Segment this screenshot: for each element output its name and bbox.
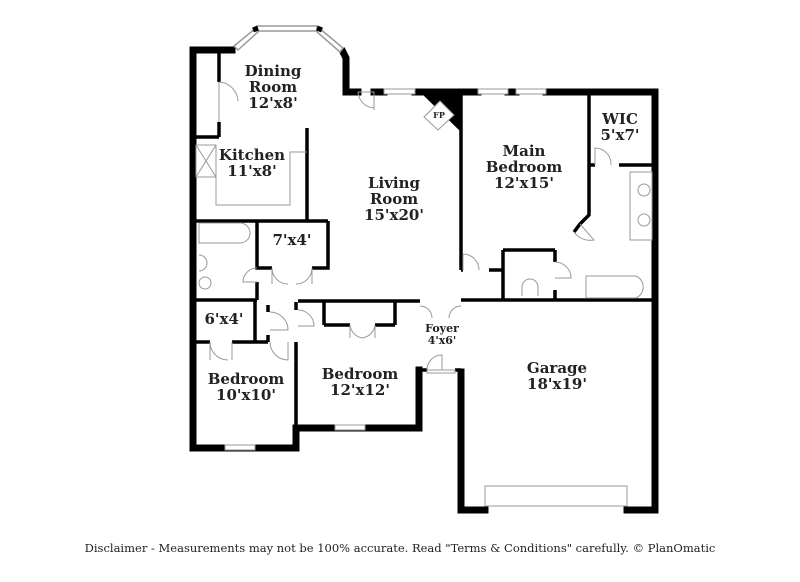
- room-dims: 12'x15': [494, 173, 554, 192]
- room-name: Bedroom: [207, 370, 285, 388]
- door-swings: [209, 81, 612, 374]
- room-dims: 7'x4': [272, 231, 312, 249]
- room-label-main-bedroom: Main Bedroom 12'x15': [485, 142, 563, 192]
- room-name: Room: [369, 189, 419, 208]
- room-label-kitchen: Kitchen 11'x8': [218, 146, 286, 180]
- room-dims: 4'x6': [427, 333, 457, 347]
- disclaimer-text: Disclaimer - Measurements may not be 100…: [84, 541, 716, 555]
- room-name: WIC: [602, 110, 638, 128]
- room-name: Bedroom: [485, 157, 563, 176]
- room-label-closet-7x4: 7'x4': [272, 231, 312, 249]
- room-name: Living: [367, 174, 421, 192]
- room-label-dining: Dining Room 12'x8': [244, 62, 302, 112]
- room-name: Bedroom: [321, 365, 399, 383]
- room-label-living: Living Room 15'x20': [364, 174, 424, 224]
- room-name: Main: [502, 142, 546, 160]
- room-label-foyer: Foyer 4'x6': [425, 323, 459, 346]
- room-dims: 18'x19': [527, 374, 587, 393]
- room-dims: 11'x8': [227, 161, 277, 180]
- room-label-bedroom-10x10: Bedroom 10'x10': [207, 370, 285, 404]
- room-dims: 12'x8': [248, 93, 298, 112]
- room-dims: 15'x20': [364, 205, 424, 224]
- room-dims: 10'x10': [216, 385, 276, 404]
- room-dims: 5'x7': [600, 125, 640, 144]
- room-label-bedroom-12x12: Bedroom 12'x12': [321, 365, 399, 399]
- windows: [224, 88, 628, 507]
- fireplace-label: FP: [433, 110, 445, 120]
- room-name: Dining: [244, 62, 302, 80]
- room-label-garage: Garage 18'x19': [526, 359, 588, 393]
- room-dims: 12'x12': [330, 380, 390, 399]
- room-name: Foyer: [425, 322, 459, 335]
- room-name: Kitchen: [218, 146, 286, 164]
- fixtures: [195, 144, 653, 299]
- dining-bay-windows: [232, 25, 345, 54]
- room-label-closet-6x4: 6'x4': [204, 310, 244, 328]
- room-dims: 6'x4': [204, 310, 244, 328]
- room-name: Garage: [526, 359, 588, 377]
- room-name: Room: [248, 77, 298, 96]
- room-label-wic: WIC 5'x7': [600, 110, 640, 144]
